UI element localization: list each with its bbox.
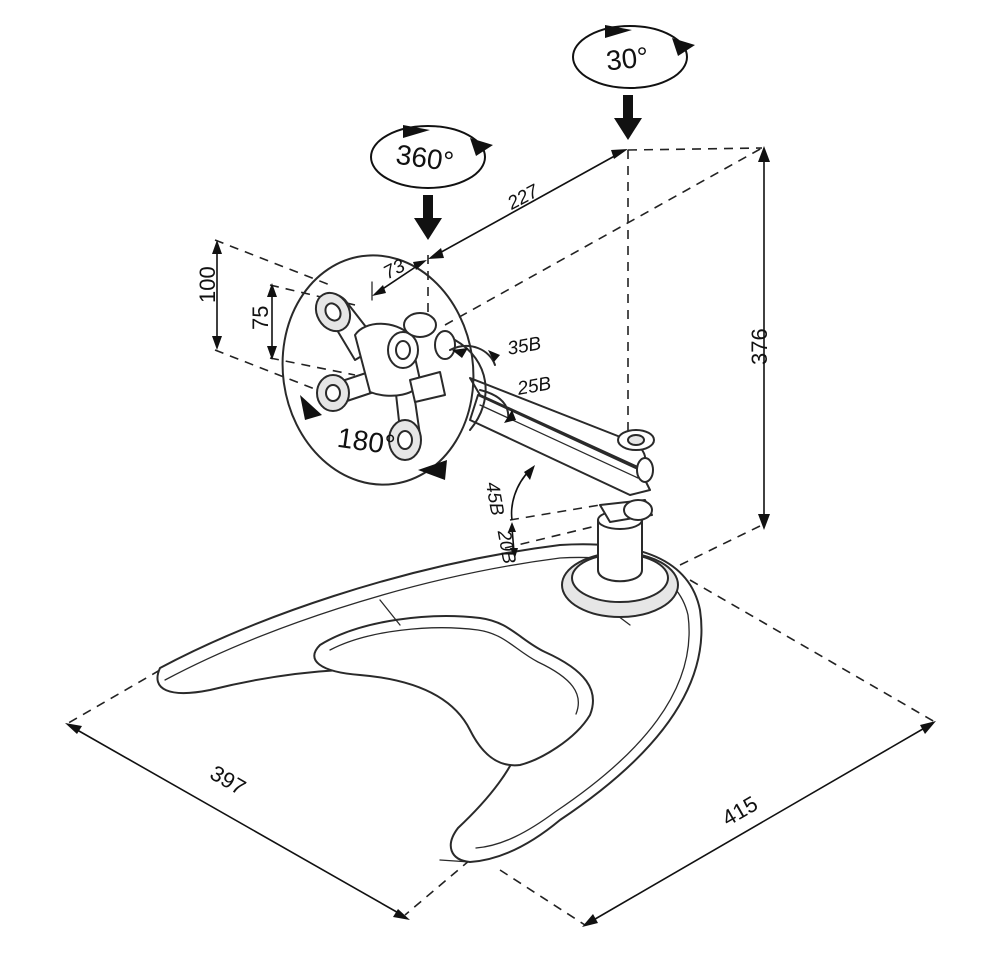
tilt-25-label: 25B	[515, 373, 553, 400]
rotation-badge-360: 360°	[370, 125, 493, 240]
dimension-73-label: 73	[380, 255, 409, 284]
dimension-227-label: 227	[503, 180, 543, 215]
dimension-397-label: 397	[206, 760, 250, 800]
tilt-35-label: 35B	[506, 333, 543, 360]
rotation-arrows-180: 180°	[300, 395, 447, 480]
desk-stand-base	[156, 543, 703, 863]
dimension-100-label: 100	[195, 266, 220, 303]
vesa-head	[281, 254, 510, 486]
extension-lines	[64, 147, 936, 926]
rotation-label-30: 30°	[605, 41, 650, 76]
rotation-label-180: 180°	[335, 422, 397, 461]
rotation-badge-30: 30°	[572, 25, 695, 140]
dimension-415-label: 415	[718, 791, 762, 831]
arm-tilt-45-label: 45B	[481, 480, 508, 517]
dimension-75-label: 75	[248, 306, 273, 330]
dimension-376-label: 376	[747, 328, 772, 365]
dimension-lines	[65, 146, 936, 927]
